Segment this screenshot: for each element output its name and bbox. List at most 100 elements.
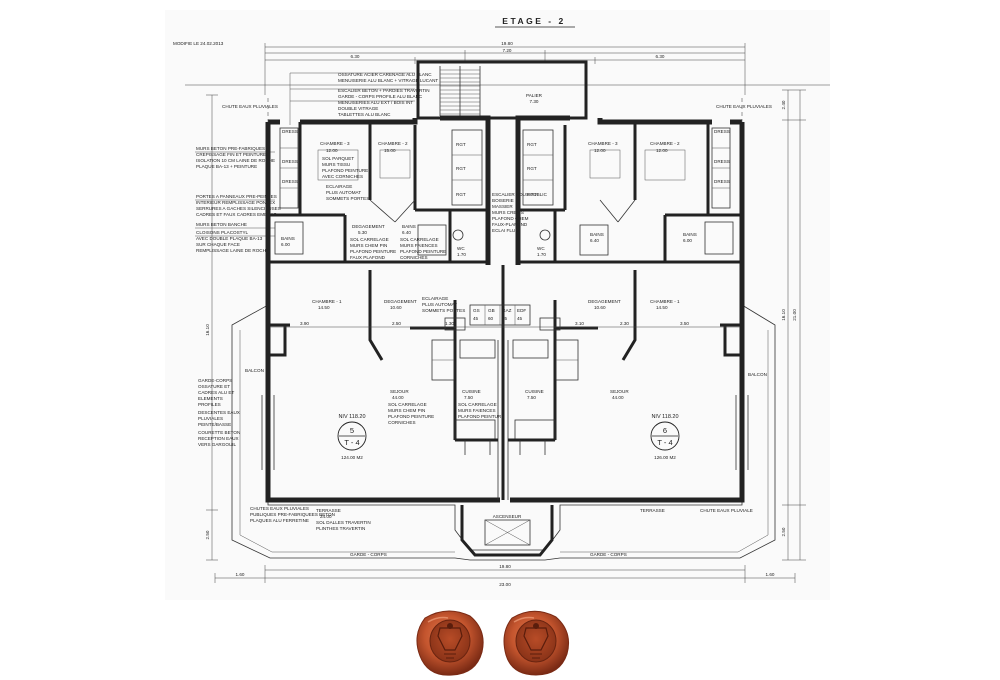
note-top-3: GARDE - CORPS PROFILE ALU BLANC [338, 94, 423, 99]
right-ouvrage-5: FAUX-PLAFOND [492, 222, 528, 227]
left-living-walls [261, 270, 498, 470]
right-chambre3-area: 12.00 [594, 148, 606, 153]
palier-label: PALIER [526, 93, 543, 98]
right-bains-area: 6.40 [590, 238, 599, 243]
eclairage-0: ECLAIRAGE [422, 296, 448, 301]
dim-top-right: 6.30 [656, 54, 665, 59]
gaine-gb: GB [488, 308, 495, 313]
dim-mid-390: 3.90 [300, 321, 309, 326]
right-cuisine-area: 7.50 [527, 395, 536, 400]
left-cuisine-note-0: SOL CARRELAGE [458, 402, 497, 407]
gaines-shaft [444, 304, 561, 331]
right-sejour-area: 44.00 [612, 395, 624, 400]
dim-top-left: 6.30 [351, 54, 360, 59]
left-unit-number: 5 [350, 426, 354, 435]
note-left-5: INTERIEUR REMPLISSAGE PONTEX [196, 200, 275, 205]
left-sejour-note-2: PLAFOND PEINTURE [388, 414, 434, 419]
palier-area: 7.30 [530, 99, 539, 104]
right-ouvrage-3: MURS CREPIS [492, 210, 524, 215]
note-top-4: MENUISERIES ALU EXT / BOIS INT [338, 100, 413, 105]
eclairage-2: SOMMETS PORTES [422, 308, 465, 313]
right-unit-area: 126.00 M2 [654, 455, 676, 460]
balcony-inner-rail [239, 330, 769, 553]
left-degagement2: DEGAGEMENT [384, 299, 417, 304]
left-bedrooms-walls [268, 122, 488, 264]
note-left-lower-9: RECEPTION EAUX [198, 436, 239, 441]
gaine-gaz: GAZ [502, 308, 512, 313]
note-left-4: PORTES A PANNEAUX PRE-PEINTES [196, 194, 277, 199]
terrasse-left-note-1: SOL DALLES TRAVERTIN [316, 520, 371, 525]
left-eclairage-1: PLUS AUTOMAT [326, 190, 361, 195]
left-dress-2: DRESS [282, 179, 298, 184]
left-cuisine-note-1: MURS FAIENCES [458, 408, 496, 413]
right-ouvrage-1: BOISERIE [492, 198, 514, 203]
left-chambre3-note-0: SOL PARQUET [322, 156, 354, 161]
left-cuisine: CUISINE [462, 389, 481, 394]
right-rgt-0: RGT [527, 142, 537, 147]
left-chambre2-area: 15.00 [384, 148, 396, 153]
drawing-title: ETAGE - 2 [502, 16, 565, 26]
ascenseur-label: ASCENSEUR [493, 514, 522, 519]
gaine-edf-val: 45 [517, 316, 523, 321]
gaine-edf: EDF [517, 308, 526, 313]
eclairage-1: PLUS AUTOMAT [422, 302, 457, 307]
wax-seal-right [503, 610, 570, 676]
bottom-dimensions [214, 565, 796, 583]
left-cuisine-area: 7.50 [464, 395, 473, 400]
dim-mid-350: 3.50 [680, 321, 689, 326]
note-left-lower-10: VERS GARGOUIL [198, 442, 236, 447]
garde-corps-left: GARDE - CORPS [350, 552, 387, 557]
left-chambre2: CHAMBRE - 2 [378, 141, 408, 146]
left-chambre3-area: 12.00 [326, 148, 338, 153]
left-unit-type: T - 4 [344, 438, 359, 447]
left-chambre1: CHAMBRE - 1 [312, 299, 342, 304]
left-eclairage-0: ECLAIRAGE [326, 184, 352, 189]
right-chambre1-area: 14.50 [656, 305, 668, 310]
note-left-6: SERRURES A GACHES SILENCIEUSES [196, 206, 281, 211]
gaine-gs: GS [473, 308, 480, 313]
top-dimensions [185, 43, 830, 95]
note-left-3: PLAQUE BA-13 + PEINTURE [196, 164, 257, 169]
left-sejour-area: 44.00 [392, 395, 404, 400]
modified-date: MODIFIE LE 24.02.2013 [173, 41, 224, 46]
right-living-walls [508, 270, 749, 470]
dim-mid-130: 1.30 [445, 321, 454, 326]
chute-bottom-left-2: PUBLIQUES PRE-FABRIQUEES BETON [250, 512, 335, 517]
terrasse-left-note-2: PLINTHES TRAVERTIN [316, 526, 365, 531]
gaine-gb-val: 60 [488, 316, 494, 321]
right-chambre1: CHAMBRE - 1 [650, 299, 680, 304]
note-left-11: SUR CHAQUE FACE [196, 242, 240, 247]
right-sejour: SEJOUR [610, 389, 629, 394]
left-bains-note-2: PLAFOND PEINTURE [400, 249, 446, 254]
dim-right-side: 16.10 [781, 309, 786, 321]
dim-bottom-right: 1.60 [766, 572, 775, 577]
left-degagement: DEGAGEMENT [352, 224, 385, 229]
note-top-2: ESCALIER BETON + PARDIES TRAVERTIN [338, 88, 430, 93]
chute-right-label: CHUTE EAUX PLUVIALES [716, 104, 772, 109]
wax-seal-left [416, 610, 484, 676]
left-chambre3-note-2: PLAFOND PEINTURE [322, 168, 368, 173]
dim-right-total: 21.00 [792, 309, 797, 321]
note-left-lower-7: PEINTE/BASSE [198, 422, 231, 427]
left-balcon: BALCON [245, 368, 264, 373]
right-dress-2: DRESS [714, 179, 730, 184]
right-rgt-2: RGT [527, 192, 537, 197]
dim-mid-230: 2.30 [620, 321, 629, 326]
right-cuisine: CUISINE [525, 389, 544, 394]
left-rgt-2: RGT [456, 192, 466, 197]
left-unit-area: 124.00 M2 [341, 455, 363, 460]
note-top-0: OSSATURE ACIER CARENAGE ALU BLANC [338, 72, 432, 77]
left-wc-area: 1.70 [457, 252, 466, 257]
dim-bottom-left: 1.60 [236, 572, 245, 577]
note-top-5: DOUBLE VITRAGE [338, 106, 378, 111]
right-balcon: BALCON [748, 372, 767, 377]
left-bains-note-3: CORNICHES [400, 255, 428, 260]
left-bains-note-0: SOL CARRELAGE [400, 237, 439, 242]
left-chambre3-note-3: AVEC CORNICHES [322, 174, 363, 179]
terrasse-right: TERRASSE [640, 508, 665, 513]
right-unit-walls [510, 115, 745, 503]
note-left-lower-8: COURETTE BETON [198, 430, 240, 435]
chute-left-label: CHUTE EAUX PLUVIALES [222, 104, 278, 109]
left-unit-walls [265, 115, 500, 503]
